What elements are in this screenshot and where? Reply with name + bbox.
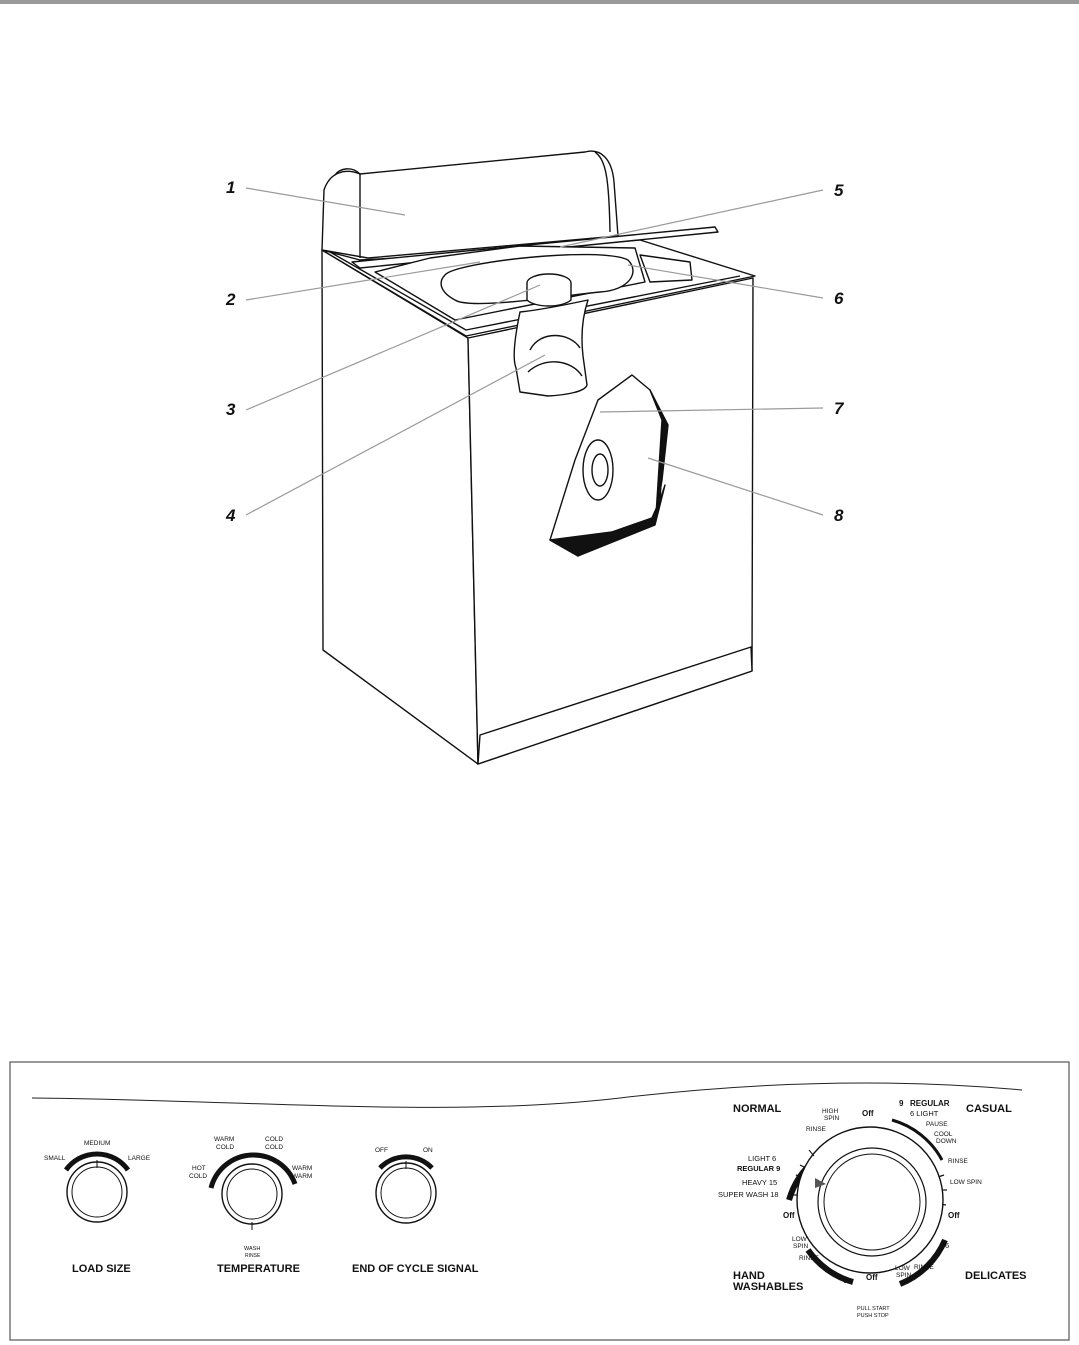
temp-rinse-label: RINSE: [245, 1253, 261, 1259]
dial-spin-left: SPIN: [793, 1243, 808, 1250]
load-size-knob[interactable]: [63, 1151, 131, 1223]
dial-normal-regular: REGULAR 9: [737, 1164, 780, 1173]
cycle-normal-label: NORMAL: [733, 1103, 782, 1115]
dial-low-spin-right: LOW SPIN: [950, 1179, 982, 1186]
temp-warm2-label: WARM: [292, 1165, 312, 1172]
cycle-casual-label: CASUAL: [966, 1103, 1012, 1115]
load-size-medium-label: MEDIUM: [84, 1140, 110, 1147]
temp-cold-cold-label: COLD: [265, 1144, 283, 1151]
dial-rinse-left: RINSE: [799, 1255, 820, 1262]
dial-six-bottom: 6: [843, 1276, 847, 1285]
dial-normal-superwash: SUPER WASH 18: [718, 1190, 779, 1199]
temperature-knob[interactable]: [208, 1152, 298, 1230]
dial-spin-bottom: SPIN: [896, 1272, 911, 1279]
signal-title: END OF CYCLE SIGNAL: [352, 1263, 479, 1275]
temp-warm-cold-label: COLD: [216, 1144, 234, 1151]
callout-7: 7: [834, 399, 845, 418]
console-contour-line: [31, 1082, 1023, 1108]
dial-pause: PAUSE: [926, 1121, 948, 1128]
signal-off-label: OFF: [375, 1147, 388, 1154]
dial-cool: COOL: [934, 1131, 953, 1138]
bleach-dispenser: [639, 254, 693, 283]
dial-low-left: LOW: [792, 1236, 808, 1243]
dial-spin-top: SPIN: [824, 1115, 839, 1122]
dial-off-bottom: Off: [866, 1273, 878, 1282]
dial-rinse-right: RINSE: [948, 1158, 969, 1165]
temp-cold-label: COLD: [265, 1136, 283, 1143]
cycle-hand-label: HAND: [733, 1270, 765, 1282]
callout-5: 5: [834, 181, 844, 200]
signal-on-label: ON: [423, 1147, 433, 1154]
dial-rinse-top: RINSE: [806, 1126, 827, 1133]
dial-casual-light: 6 LIGHT: [910, 1109, 939, 1118]
dial-push-stop: PUSH STOP: [857, 1313, 889, 1319]
dial-off-right: Off: [948, 1211, 960, 1220]
dial-rinse-bottom: RINSE: [914, 1264, 935, 1271]
dial-six-right: 6: [945, 1241, 949, 1250]
callout-3: 3: [226, 400, 236, 419]
end-of-cycle-signal-knob[interactable]: [375, 1154, 437, 1224]
top-rule: [0, 0, 1079, 4]
agitator-cutaway: [513, 299, 589, 397]
temperature-title: TEMPERATURE: [217, 1263, 300, 1275]
dial-casual-num9: 9: [899, 1099, 904, 1108]
cycle-control-dial[interactable]: [786, 1118, 948, 1287]
temp-hot-cold-label: COLD: [189, 1173, 207, 1180]
load-size-large-label: LARGE: [128, 1155, 151, 1162]
cycle-delicates-label: DELICATES: [965, 1270, 1027, 1282]
callout-1: 1: [226, 178, 235, 197]
dial-off-left: Off: [783, 1211, 795, 1220]
callout-4: 4: [225, 506, 236, 525]
load-size-title: LOAD SIZE: [72, 1263, 131, 1275]
dial-pull-start: PULL START: [857, 1306, 890, 1312]
washer-lid: [321, 150, 619, 259]
callout-2: 2: [225, 290, 236, 309]
dial-normal-heavy: HEAVY 15: [742, 1178, 777, 1187]
temp-wash-label: WASH: [244, 1246, 260, 1252]
dial-normal-light: LIGHT 6: [748, 1154, 776, 1163]
cycle-washables-label: WASHABLES: [733, 1281, 803, 1293]
temp-warm-label: WARM: [214, 1136, 234, 1143]
callout-8: 8: [834, 506, 844, 525]
temp-hot-label: HOT: [192, 1165, 206, 1172]
dial-high: HIGH: [822, 1108, 839, 1115]
dial-casual-regular: REGULAR: [910, 1099, 950, 1108]
load-size-small-label: SMALL: [44, 1155, 66, 1162]
temp-warm-warm-label: WARM: [292, 1173, 312, 1180]
dial-down: DOWN: [936, 1138, 957, 1145]
base-toe-plate: [477, 646, 753, 765]
callout-6: 6: [834, 289, 844, 308]
dial-off-top: Off: [862, 1109, 874, 1118]
dial-low-bottom: LOW: [895, 1265, 911, 1272]
